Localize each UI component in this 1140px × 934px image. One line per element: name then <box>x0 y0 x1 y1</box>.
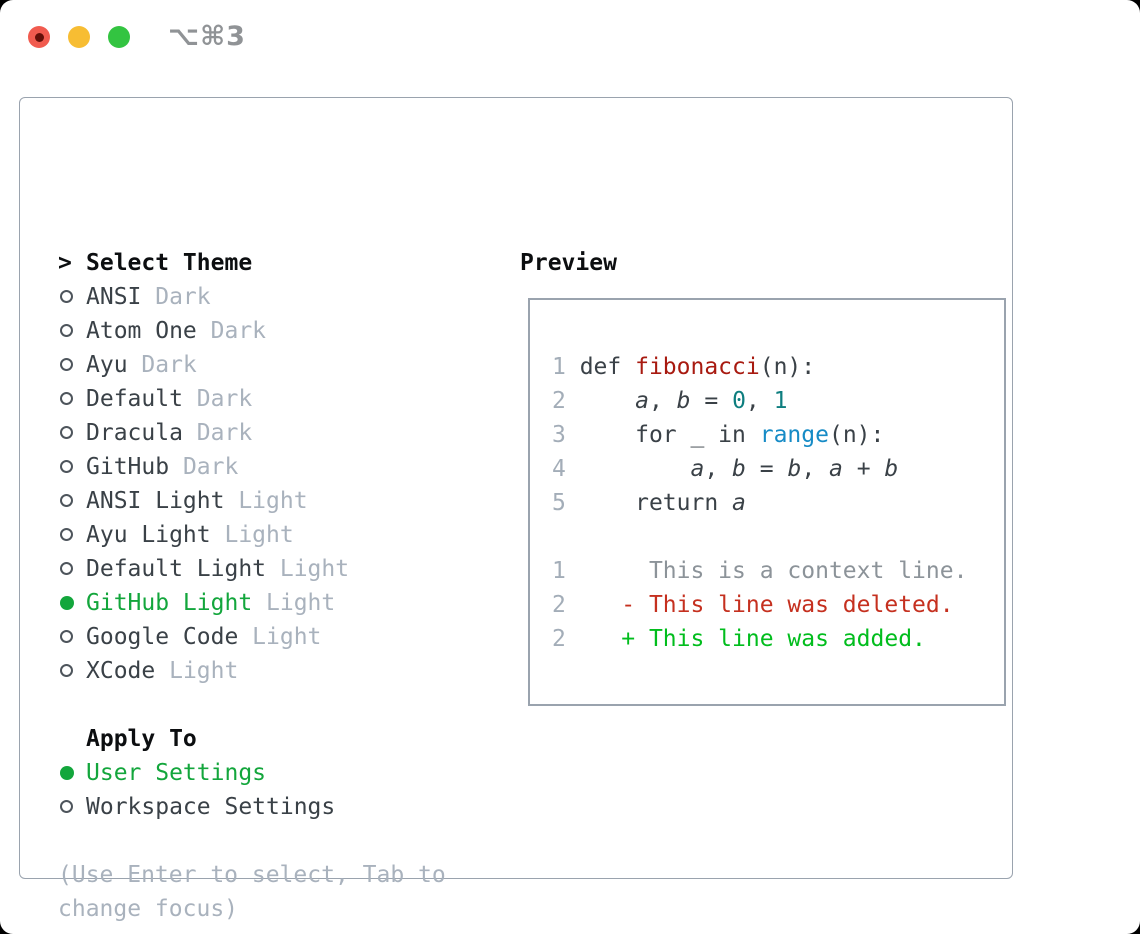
preview-title: Preview <box>520 250 617 276</box>
line-number: 2 <box>552 626 580 652</box>
radio-unselected-icon <box>58 518 86 552</box>
variant-tag: Light <box>266 590 336 616</box>
select-theme-header-row: > Select Theme <box>58 246 446 280</box>
traffic-lights <box>28 26 130 48</box>
hint-text-line-1: (Use Enter to select, Tab to <box>58 862 446 888</box>
radio-unselected-icon <box>58 450 86 484</box>
zoom-button[interactable] <box>108 26 130 48</box>
radio-unselected-icon <box>58 654 86 688</box>
radio-unselected-icon <box>58 314 86 348</box>
theme-option-default-light[interactable]: Default Light Light <box>58 552 446 586</box>
option-label: GitHub <box>86 454 170 480</box>
theme-option-default[interactable]: Default Dark <box>58 382 446 416</box>
option-label: User Settings <box>86 760 267 786</box>
radio-unselected-icon <box>58 790 86 824</box>
preview-line-diff-added: 2 + This line was added. <box>552 626 926 652</box>
variant-tag: Dark <box>182 454 239 480</box>
variant-tag: Dark <box>155 284 211 310</box>
preview-line-code: 1 def fibonacci(n): <box>552 354 816 380</box>
option-label: Default <box>86 386 183 412</box>
spacer <box>58 688 446 722</box>
variant-tag: Dark <box>210 318 267 344</box>
theme-option-github[interactable]: GitHub Dark <box>58 450 446 484</box>
hint-text-line-2: change focus) <box>58 896 239 922</box>
theme-option-google-code[interactable]: Google Code Light <box>58 620 446 654</box>
minimize-button[interactable] <box>68 26 90 48</box>
variant-tag: Light <box>224 522 294 548</box>
option-label: Google Code <box>86 624 239 650</box>
apply-option-workspace-settings[interactable]: Workspace Settings <box>58 790 446 824</box>
option-label: ANSI Light <box>86 488 225 514</box>
theme-option-ansi-light[interactable]: ANSI Light Light <box>58 484 446 518</box>
radio-unselected-icon <box>58 620 86 654</box>
radio-unselected-icon <box>58 382 86 416</box>
theme-option-atom-one[interactable]: Atom One Dark <box>58 314 446 348</box>
preview-line-code: 2 a, b = 0, 1 <box>552 388 788 414</box>
close-dot-icon <box>34 32 44 42</box>
variant-tag: Dark <box>141 352 197 378</box>
apply-to-header-row: Apply To <box>58 722 446 756</box>
line-number: 5 <box>552 490 580 516</box>
line-number: 1 <box>552 558 580 584</box>
radio-unselected-icon <box>58 348 86 382</box>
variant-tag: Light <box>169 658 239 684</box>
line-number: 2 <box>552 592 580 618</box>
option-label: Atom One <box>86 318 197 344</box>
preview-line-code: 3 for _ in range(n): <box>552 422 885 448</box>
spacer <box>58 824 446 858</box>
close-button[interactable] <box>28 26 50 48</box>
window-titlebar: ⌥⌘3 <box>0 0 1140 74</box>
variant-tag: Light <box>238 488 308 514</box>
line-number: 4 <box>552 456 580 482</box>
theme-option-xcode[interactable]: XCode Light <box>58 654 446 688</box>
radio-unselected-icon <box>58 484 86 518</box>
variant-tag: Dark <box>196 386 253 412</box>
option-label: GitHub Light <box>86 590 253 616</box>
option-label: Workspace Settings <box>86 794 336 820</box>
theme-option-dracula[interactable]: Dracula Dark <box>58 416 446 450</box>
option-label: XCode <box>86 658 156 684</box>
apply-to-title: Apply To <box>86 726 197 752</box>
radio-selected-icon <box>58 586 86 620</box>
option-label: ANSI <box>86 284 142 310</box>
window-title: ⌥⌘3 <box>168 21 246 52</box>
preview-line-blank <box>552 520 1004 554</box>
theme-option-ayu[interactable]: Ayu Dark <box>58 348 446 382</box>
theme-option-ayu-light[interactable]: Ayu Light Light <box>58 518 446 552</box>
line-number <box>552 524 580 550</box>
radio-selected-icon <box>58 756 86 790</box>
radio-unselected-icon <box>58 280 86 314</box>
variant-tag: Light <box>252 624 322 650</box>
option-label: Ayu Light <box>86 522 211 548</box>
preview-code-box: 1 def fibonacci(n): 2 a, b = 0, 1 3 for _ … <box>528 298 1006 706</box>
variant-tag: Light <box>279 556 350 582</box>
radio-unselected-icon <box>58 552 86 586</box>
theme-option-github-light[interactable]: GitHub Light Light <box>58 586 446 620</box>
select-theme-title: Select Theme <box>86 250 253 276</box>
apply-option-user-settings[interactable]: User Settings <box>58 756 446 790</box>
option-label: Ayu <box>86 352 128 378</box>
line-number: 3 <box>552 422 580 448</box>
option-label: Dracula <box>86 420 183 446</box>
theme-option-ansi[interactable]: ANSI Dark <box>58 280 446 314</box>
preview-line-code: 5 return a <box>552 490 746 516</box>
preview-line-diff-deleted: 2 - This line was deleted. <box>552 592 954 618</box>
preview-line-diff-context: 1 This is a context line. <box>552 558 968 584</box>
line-number: 2 <box>552 388 580 414</box>
prompt-icon: > <box>58 250 72 276</box>
variant-tag: Dark <box>196 420 253 446</box>
line-number: 1 <box>552 354 580 380</box>
preview-line-code: 4 a, b = b, a + b <box>552 456 899 482</box>
radio-unselected-icon <box>58 416 86 450</box>
option-label: Default Light <box>86 556 267 582</box>
